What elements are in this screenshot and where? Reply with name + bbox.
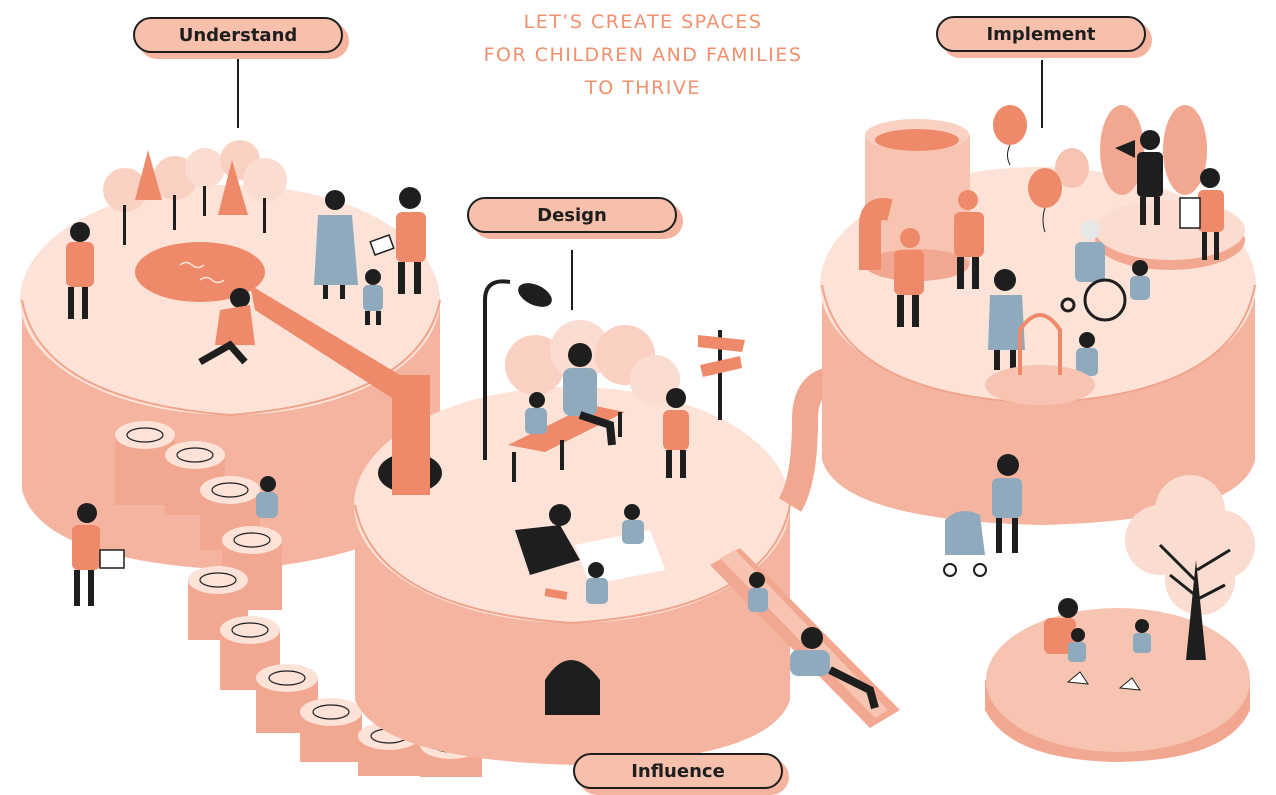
person-photographer — [66, 222, 94, 319]
fountain — [985, 313, 1095, 405]
influence-pill[interactable]: Influence — [573, 753, 789, 795]
headline-line-3: TO THRIVE — [585, 77, 701, 99]
implement-label[interactable]: Implement — [936, 16, 1146, 52]
person-on-slide — [790, 627, 879, 710]
person-kneeling — [198, 288, 255, 366]
implement-platform — [820, 60, 1256, 525]
tree-bare — [1125, 475, 1255, 660]
child-blue — [363, 269, 383, 325]
child-on-slide — [748, 572, 768, 612]
signpost — [698, 330, 745, 420]
child-near-fountain — [1076, 260, 1150, 376]
design-label[interactable]: Design — [467, 197, 677, 233]
person-reading — [72, 503, 125, 606]
garden-island — [985, 475, 1255, 762]
bushes — [505, 320, 680, 405]
headline-line-1: LET’S CREATE SPACES — [523, 11, 763, 33]
person-cheering — [988, 269, 1025, 370]
influence-label[interactable]: Influence — [573, 753, 783, 789]
worker-2 — [954, 190, 984, 289]
design-pill[interactable]: Design — [467, 197, 683, 239]
person-wheelchair — [1060, 220, 1127, 322]
person-on-bench — [563, 343, 616, 446]
person-clipboard — [369, 187, 426, 294]
person-megaphone — [1115, 130, 1163, 225]
understand-label[interactable]: Understand — [133, 17, 343, 53]
headline-line-2: FOR CHILDREN AND FAMILIES — [483, 44, 803, 66]
headline: LET’S CREATE SPACES FOR CHILDREN AND FAM… — [418, 6, 868, 105]
worker-1 — [894, 228, 924, 327]
implement-pill[interactable]: Implement — [936, 16, 1152, 58]
tunnel-door — [545, 660, 600, 715]
person-sign — [1179, 168, 1224, 260]
lamp-post — [483, 279, 552, 460]
tree-grove — [103, 140, 287, 245]
person-with-stroller — [943, 454, 1022, 577]
person-standing-design — [663, 388, 689, 478]
design-platform — [354, 250, 791, 765]
gardeners — [1044, 598, 1151, 662]
connecting-pipe — [778, 367, 845, 512]
child-on-stones — [256, 476, 278, 518]
slide — [710, 548, 900, 728]
drawing-group — [515, 504, 665, 604]
person-pregnant — [314, 190, 358, 299]
child-on-bench — [525, 392, 547, 434]
understand-pill[interactable]: Understand — [133, 17, 349, 59]
stage — [1095, 105, 1245, 270]
balloons — [993, 105, 1089, 233]
